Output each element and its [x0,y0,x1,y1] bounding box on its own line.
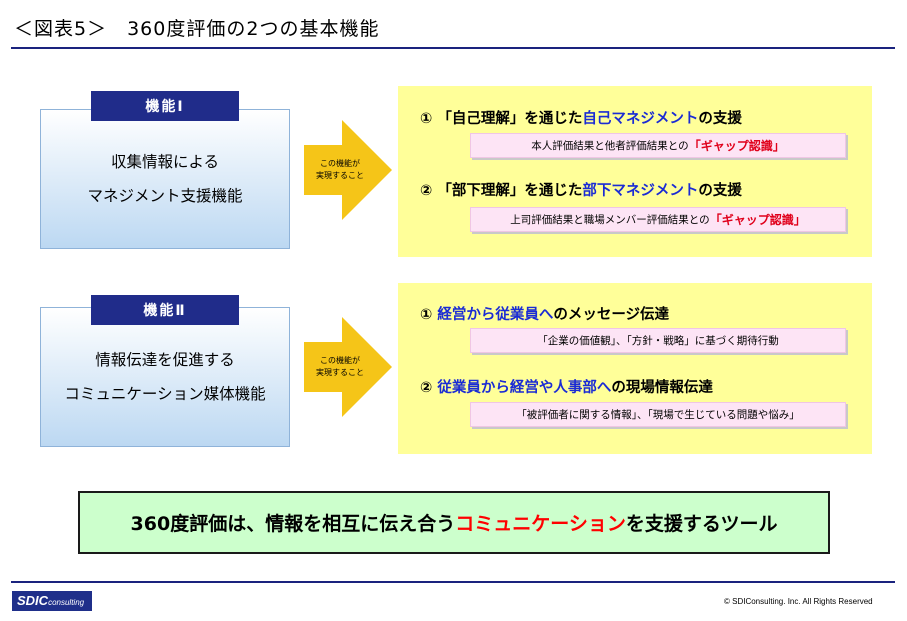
function-2-item-1-sub: 「企業の価値観」、「方針・戦略」に基づく期待行動 [470,328,846,353]
function-1-item-2-sub: 上司評価結果と職場メンバー評価結果との「ギャップ認識」 [470,207,846,232]
arrow-right-icon [304,120,392,220]
title-part: の支援 [698,111,742,127]
page-title: ＜図表5＞ 360度評価の2つの基本機能 [14,18,380,40]
arrow-text-line-2: 実現すること [316,171,364,180]
sub-highlight: 「ギャップ認識」 [709,213,806,227]
function-2-arrow-text: この機能が 実現すること [310,355,370,379]
title-divider [11,47,895,49]
function-2-line-2: コミュニケーション媒体機能 [64,385,266,403]
title-part: の現場情報伝達 [611,380,713,396]
title-highlight: 部下マネジメント [582,183,699,199]
sub-text: 本人評価結果と他者評価結果との [531,140,689,152]
item-number: ② [420,183,433,199]
title-part: 「自己理解」を通じた [437,111,583,127]
title-highlight: 自己マネジメント [582,111,699,127]
sub-highlight: 「ギャップ認識」 [688,139,785,153]
function-1-arrow-text: この機能が 実現すること [310,158,370,182]
function-2-line-1: 情報伝達を促進する [95,351,235,369]
function-1-box: 収集情報による マネジメント支援機能 [40,109,290,249]
function-1-item-2-title: ② 「部下理解」を通じた部下マネジメントの支援 [420,179,742,200]
logo-main: SDIC [17,593,49,608]
summary-text: を支援するツール [625,513,778,535]
footer-divider [11,581,895,583]
title-part: 「部下理解」を通じた [437,183,583,199]
logo-sub: consulting [48,598,85,607]
function-2-arrow: この機能が 実現すること [304,317,394,417]
sub-text: 上司評価結果と職場メンバー評価結果との [510,214,710,226]
item-number: ② [420,380,433,396]
title-highlight: 経営から従業員へ [437,307,554,323]
function-2-item-1-title: ① 経営から従業員へのメッセージ伝達 [420,303,669,324]
arrow-text-line-2: 実現すること [316,368,364,377]
function-1-item-1-sub: 本人評価結果と他者評価結果との「ギャップ認識」 [470,133,846,158]
sub-text: 「企業の価値観」、「方針・戦略」に基づく期待行動 [537,335,779,347]
function-1-arrow: この機能が 実現すること [304,120,394,220]
item-number: ① [420,307,433,323]
function-2-item-2-title: ② 従業員から経営や人事部への現場情報伝達 [420,376,713,397]
function-1-line-1: 収集情報による [110,153,220,171]
function-2-details: ① 経営から従業員へのメッセージ伝達 「企業の価値観」、「方針・戦略」に基づく期… [398,283,872,454]
function-1-details: ① 「自己理解」を通じた自己マネジメントの支援 本人評価結果と他者評価結果との「… [398,86,872,257]
title-part: のメッセージ伝達 [553,307,670,323]
copyright-text: © SDIConsulting. Inc. All Rights Reserve… [724,597,873,606]
arrow-text-line-1: この機能が [320,159,360,168]
item-number: ① [420,111,433,127]
function-2-tag: 機能Ⅱ [91,295,239,325]
title-part: の支援 [698,183,742,199]
function-2-box: 情報伝達を促進する コミュニケーション媒体機能 [40,307,290,447]
title-highlight: 従業員から経営や人事部へ [437,380,612,396]
function-1-item-1-title: ① 「自己理解」を通じた自己マネジメントの支援 [420,107,742,128]
arrow-right-icon [304,317,392,417]
summary-highlight: コミュニケーション [455,513,626,535]
summary-text: 360度評価は、情報を相互に伝え合う [130,513,456,535]
summary-box: 360度評価は、情報を相互に伝え合うコミュニケーションを支援するツール [78,491,830,554]
function-1-line-2: マネジメント支援機能 [87,187,243,205]
sub-text: 「被評価者に関する情報」、「現場で生じている問題や悩み」 [516,409,800,421]
function-2-item-2-sub: 「被評価者に関する情報」、「現場で生じている問題や悩み」 [470,402,846,427]
arrow-text-line-1: この機能が [320,356,360,365]
function-1-tag: 機能Ⅰ [91,91,239,121]
